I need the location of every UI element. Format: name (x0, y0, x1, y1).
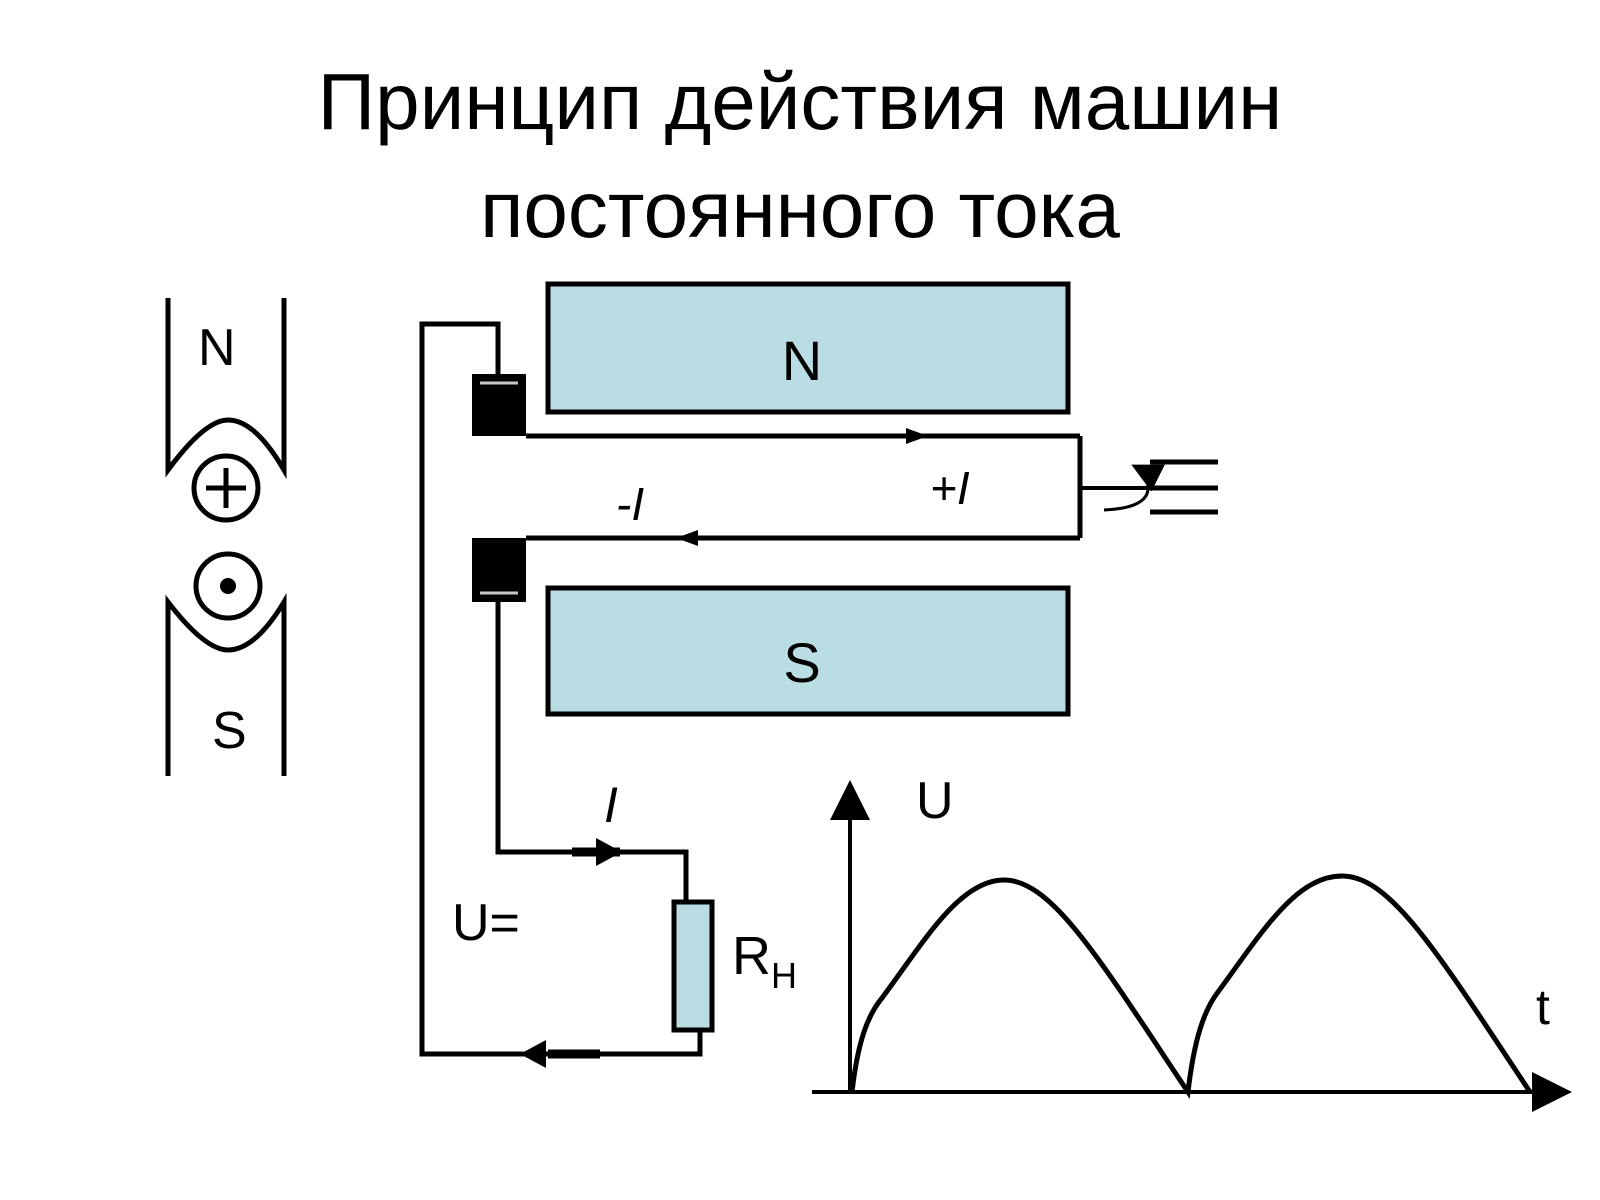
lower-current-label: -I (616, 478, 644, 530)
circuit-current-label: I (604, 777, 618, 833)
rotation-arrow-icon (1103, 464, 1165, 512)
voltage-label: U= (452, 894, 520, 952)
conductor-dot-icon (193, 551, 263, 621)
upper-current-label: +I (930, 462, 970, 514)
north-pole-label: N (782, 329, 822, 392)
load-label-subscript: Н (771, 955, 797, 996)
voltage-graph (812, 780, 1572, 1112)
slide-title: Принцип действия машин постоянного тока (0, 48, 1600, 264)
upper-current-arrow (906, 428, 928, 444)
return-current-arrow (520, 1040, 546, 1068)
side-south-pole (165, 593, 287, 776)
graph-x-label: t (1536, 979, 1550, 1035)
title-line-1: Принцип действия машин (317, 57, 1283, 146)
side-south-label: S (212, 702, 247, 760)
armature-loop (526, 428, 1083, 546)
side-north-pole (165, 298, 287, 480)
north-pole (545, 281, 1071, 415)
south-pole (545, 585, 1071, 717)
lower-current-arrow (676, 530, 698, 546)
south-pole-label: S (783, 631, 820, 694)
load-label: RН (732, 926, 797, 996)
side-view: N S (165, 298, 287, 776)
lower-brush (472, 538, 526, 602)
conductor-plus-icon (191, 453, 261, 523)
title-line-2: постоянного тока (480, 165, 1120, 254)
upper-brush (472, 374, 526, 436)
side-north-label: N (198, 319, 236, 377)
load-resistor (671, 899, 715, 1033)
load-label-main: R (732, 926, 771, 986)
external-circuit (419, 321, 703, 1068)
graph-y-label: U (916, 772, 954, 830)
load-current-arrow (596, 838, 622, 866)
rectified-waveform (849, 873, 1533, 1100)
